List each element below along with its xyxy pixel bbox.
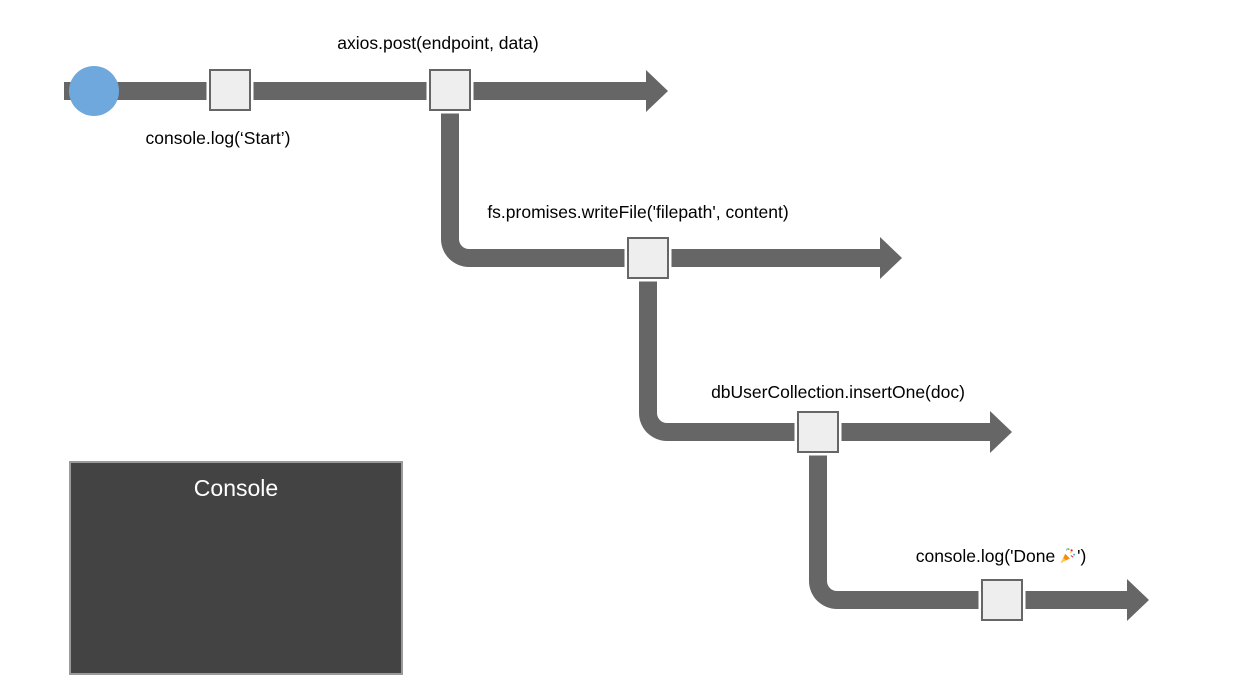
arrow-head-3 [990, 411, 1012, 453]
task-node-console-start [209, 69, 251, 111]
console-panel-title: Console [193, 475, 279, 501]
label-insert-one: dbUserCollection.insertOne(doc) [711, 382, 965, 402]
arrow-head-1 [646, 70, 668, 112]
label-console-done-after: ') [1077, 546, 1087, 566]
label-console-start: console.log(‘Start’) [145, 128, 291, 148]
connector-elbow-1 [441, 95, 487, 267]
label-write-file: fs.promises.writeFile('filepath', conten… [487, 202, 789, 222]
arrow-head-4 [1127, 579, 1149, 621]
connector-elbow-3 [809, 436, 855, 609]
label-console-done-before: console.log('Done [915, 546, 1061, 566]
task-node-write-file [627, 237, 669, 279]
task-node-insert-one [797, 411, 839, 453]
task-node-axios-post [429, 69, 471, 111]
timeline-shaft-2 [483, 249, 882, 267]
arrow-head-2 [880, 237, 902, 279]
party-popper-icon [1060, 547, 1077, 569]
timeline-shaft-1 [64, 82, 648, 100]
label-console-done: console.log('Done ') [916, 546, 1087, 569]
start-node [69, 66, 119, 116]
connector-elbow-2 [639, 262, 685, 441]
label-axios-post: axios.post(endpoint, data) [337, 33, 539, 53]
console-panel: Console [69, 461, 403, 675]
task-node-console-done [981, 579, 1023, 621]
